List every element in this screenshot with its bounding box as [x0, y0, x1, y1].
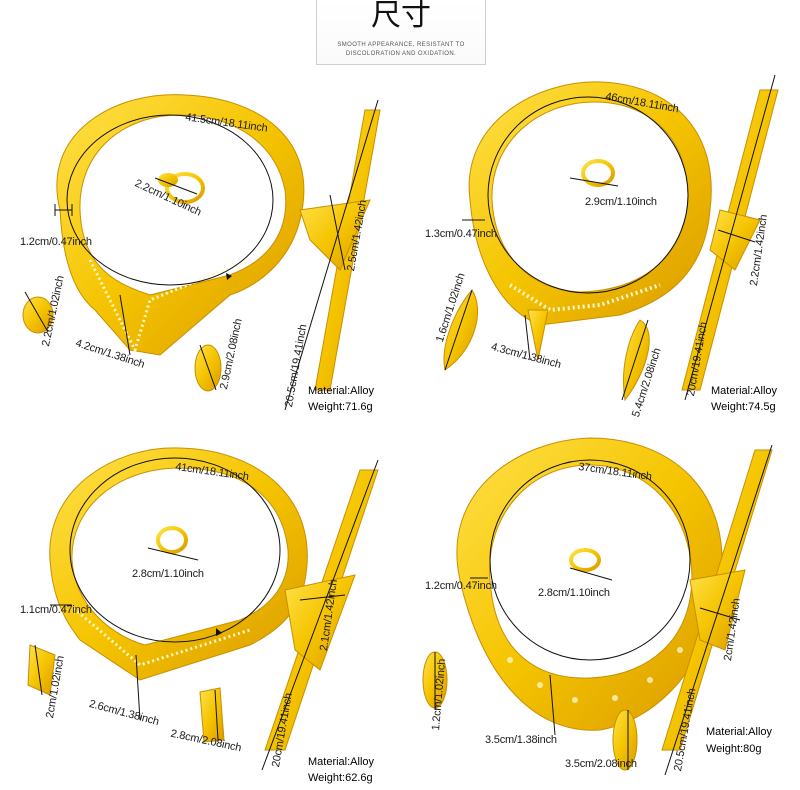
set-2-weight: Weight:74.5g: [711, 401, 776, 413]
panel-set-2: 46cm/18.11inch 2.9cm/1.10inch 1.3cm/0.47…: [400, 70, 800, 430]
set-4-necklace-width: 1.2cm/0.47inch: [425, 580, 497, 592]
earring-4a: [422, 651, 448, 710]
set-3-weight: Weight:62.6g: [308, 772, 373, 784]
set-2-jewelry-illustration: [443, 74, 779, 402]
earring-2a: [443, 289, 479, 371]
panel-set-3: 41cm/18.11inch 2.8cm/1.10inch 1.1cm/0.47…: [0, 430, 400, 790]
set-4-weight: Weight:80g: [706, 743, 762, 755]
earring-3b: [199, 687, 225, 743]
set-4-pendant-length: 3.5cm/1.38inch: [485, 734, 557, 746]
earring-1a: [22, 291, 54, 334]
set-3-material: Material:Alloy: [308, 756, 375, 768]
set-3-necklace-width: 1.1cm/0.47inch: [20, 604, 92, 616]
necklace-circumference-guide: [66, 114, 274, 286]
necklace-shape: [49, 447, 308, 681]
ring-1: [154, 172, 205, 204]
set-4-ring-size: 2.8cm/1.10inch: [538, 587, 610, 599]
earring-1b: [194, 344, 222, 392]
earring-4b: [612, 709, 638, 771]
set-4-material: Material:Alloy: [706, 726, 773, 738]
header: 尺寸 SMOOTH APPEARANCE, RESISTANT TO DISCO…: [0, 0, 800, 70]
header-subtitle-line2: DISCOLORATION AND OXIDATION.: [345, 51, 457, 57]
set-1-necklace-width: 1.2cm/0.47inch: [20, 236, 92, 248]
necklace-circumference-guide: [489, 459, 691, 661]
set-3-jewelry-illustration: [27, 447, 379, 771]
set-2-material: Material:Alloy: [711, 385, 778, 397]
set-1-weight: Weight:71.6g: [308, 401, 373, 413]
set-3-ring-size: 2.8cm/1.10inch: [132, 568, 204, 580]
necklace-circumference-guide: [487, 96, 689, 294]
ring-3: [147, 526, 199, 561]
panel-set-4: 37cm/18.11inch 2.8cm/1.10inch 1.2cm/0.47…: [400, 430, 800, 790]
set-1-jewelry-illustration: [22, 94, 381, 411]
set-1-material: Material:Alloy: [308, 385, 375, 397]
bracelet-1: [284, 99, 381, 411]
bracelet-2: [681, 74, 779, 401]
earring-2b: [621, 319, 650, 402]
bracelet-4: [661, 444, 773, 776]
set-2-necklace-width: 1.3cm/0.47inch: [425, 228, 497, 240]
header-subtitle-line1: SMOOTH APPEARANCE, RESISTANT TO: [337, 42, 465, 48]
ring-4: [569, 548, 613, 581]
set-4-jewelry-illustration: [422, 437, 773, 776]
bracelet-3: [261, 459, 379, 771]
necklace-circumference-guide: [69, 457, 281, 643]
necklace-shape: [56, 94, 305, 356]
header-title: 尺寸: [371, 0, 431, 33]
panel-set-1: 41.5cm/18.11inch 2.2cm/1.10inch 1.2cm/0.…: [0, 70, 400, 430]
set-4-earring-length: 3.5cm/2.08inch: [565, 758, 637, 770]
earring-3a: [27, 644, 56, 696]
set-2-ring-size: 2.9cm/1.10inch: [585, 196, 657, 208]
header-box: 尺寸 SMOOTH APPEARANCE, RESISTANT TO DISCO…: [316, 0, 486, 65]
ring-2: [569, 159, 619, 187]
